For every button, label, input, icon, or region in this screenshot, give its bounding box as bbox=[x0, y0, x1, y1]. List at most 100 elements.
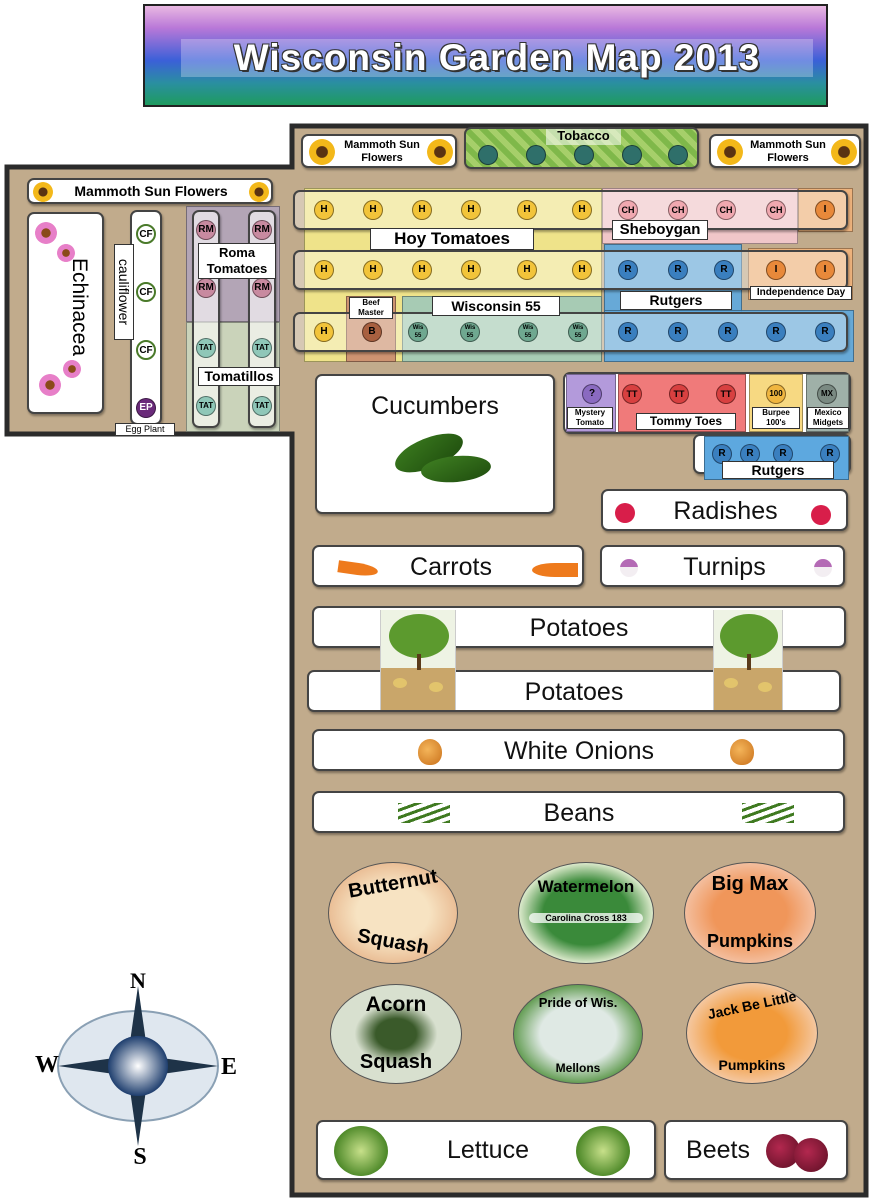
beet-icon bbox=[794, 1138, 828, 1172]
independence-plant: I bbox=[766, 260, 786, 280]
echinacea-icon bbox=[57, 244, 75, 262]
rutgers-label: Rutgers bbox=[620, 291, 732, 310]
beets-label: Beets bbox=[686, 1136, 750, 1164]
lettuce-icon bbox=[334, 1126, 388, 1176]
rutgers-plant: R bbox=[668, 322, 688, 342]
tomato-row-1 bbox=[293, 190, 848, 230]
sunflower-icon bbox=[427, 139, 453, 165]
compass-rose-icon: N S W E bbox=[28, 968, 248, 1173]
turnip-icon bbox=[620, 559, 638, 577]
sheboygan-plant: CH bbox=[668, 200, 688, 220]
compass-north: N bbox=[130, 968, 146, 993]
sheboygan-plant: CH bbox=[716, 200, 736, 220]
pride-of-wis-melon-circle: Pride of Wis. Mellons bbox=[513, 984, 643, 1084]
mexico-midgets-label: Mexico Midgets bbox=[807, 407, 849, 429]
radishes-label: Radishes bbox=[673, 497, 778, 525]
turnips-bed: Turnips bbox=[600, 545, 845, 587]
hoy-plant: H bbox=[461, 200, 481, 220]
tobacco-plant bbox=[668, 145, 688, 165]
hoy-plant: H bbox=[572, 200, 592, 220]
cauliflower-plant: CF bbox=[136, 282, 156, 302]
sheboygan-plant: CH bbox=[618, 200, 638, 220]
watermelon-circle: Watermelon Carolina Cross 183 bbox=[518, 862, 654, 964]
sunflower-bed-top-left: Mammoth Sun Flowers bbox=[301, 134, 457, 168]
beets-bed: Beets bbox=[664, 1120, 848, 1180]
white-onions-label: White Onions bbox=[503, 737, 655, 765]
sheboygan-label: Sheboygan bbox=[612, 220, 708, 240]
cauliflower-bed: CF CF CF EP bbox=[130, 210, 162, 425]
mexico-plant: MX bbox=[817, 384, 837, 404]
cauliflower-label: cauliflower bbox=[114, 244, 134, 340]
lettuce-bed: Lettuce bbox=[316, 1120, 656, 1180]
beefmaster-plant: B bbox=[362, 322, 382, 342]
rutgers-plant: R bbox=[718, 322, 738, 342]
roma-plant: RM bbox=[252, 278, 272, 298]
sunflower-bed-left: Mammoth Sun Flowers bbox=[27, 178, 273, 204]
potato-plant-icon bbox=[713, 610, 783, 710]
tomatillo-plant: TAT bbox=[252, 396, 272, 416]
sunflower-label: Mammoth Sun Flowers bbox=[344, 139, 420, 164]
tommytoes-plant: TT bbox=[669, 384, 689, 404]
title-banner: Wisconsin Garden Map 2013 bbox=[143, 4, 828, 107]
tomatillo-plant: TAT bbox=[196, 396, 216, 416]
mystery-plant: ? bbox=[582, 384, 602, 404]
beefmaster-label: Beef Master bbox=[349, 297, 393, 319]
tomatillo-plant: TAT bbox=[196, 338, 216, 358]
hoy-tomatoes-label: Hoy Tomatoes bbox=[370, 228, 534, 250]
mystery-tomato-label: Mystery Tomato bbox=[567, 407, 613, 429]
rutgers-2-label: Rutgers bbox=[722, 461, 834, 479]
rutgers-plant: R bbox=[618, 260, 638, 280]
echinacea-icon bbox=[63, 360, 81, 378]
potatoes-label-1: Potatoes bbox=[529, 614, 629, 642]
acorn-squash-circle: Acorn Squash bbox=[330, 984, 462, 1084]
turnip-icon bbox=[814, 559, 832, 577]
radish-icon bbox=[615, 503, 635, 523]
tomatillos-label: Tomatillos bbox=[198, 367, 280, 386]
tomato-row-2 bbox=[293, 250, 848, 290]
tobacco-plant bbox=[526, 145, 546, 165]
sunflower-icon bbox=[831, 139, 857, 165]
tommy-toes-label: Tommy Toes bbox=[636, 413, 736, 430]
independence-plant: I bbox=[815, 260, 835, 280]
wisconsin55-plant: Wis 55 bbox=[518, 322, 538, 342]
turnips-label: Turnips bbox=[683, 553, 766, 581]
tommytoes-plant: TT bbox=[716, 384, 736, 404]
potato-plant-icon bbox=[380, 610, 456, 710]
sunflower-icon bbox=[249, 182, 269, 202]
cucumbers-label: Cucumbers bbox=[371, 392, 499, 420]
carrots-label: Carrots bbox=[410, 553, 492, 581]
roma-plant: RM bbox=[196, 278, 216, 298]
cauliflower-plant: CF bbox=[136, 224, 156, 244]
roma-plant: RM bbox=[196, 220, 216, 240]
bigmax-label-bottom: Pumpkins bbox=[706, 931, 794, 951]
independence-day-label: Independence Day bbox=[750, 286, 852, 300]
tobacco-label: Tobacco bbox=[546, 129, 621, 145]
onion-icon bbox=[730, 739, 754, 765]
lettuce-icon bbox=[576, 1126, 630, 1176]
radish-icon bbox=[811, 505, 831, 525]
wisconsin55-plant: Wis 55 bbox=[460, 322, 480, 342]
rutgers-plant: R bbox=[668, 260, 688, 280]
hoy-plant: H bbox=[517, 200, 537, 220]
echinacea-bed: Echinacea bbox=[27, 212, 104, 414]
watermelon-variety-label: Carolina Cross 183 bbox=[529, 913, 643, 923]
hoy-plant: H bbox=[572, 260, 592, 280]
watermelon-label-top: Watermelon bbox=[537, 877, 635, 896]
carrot-icon bbox=[337, 560, 379, 578]
pride-label-bottom: Mellons bbox=[555, 1061, 601, 1075]
roma-plant: RM bbox=[252, 220, 272, 240]
hoy-plant: H bbox=[412, 260, 432, 280]
hoy-plant: H bbox=[314, 260, 334, 280]
pride-label-top: Pride of Wis. bbox=[538, 995, 618, 1010]
sunflower-label: Mammoth Sun Flowers bbox=[74, 183, 228, 199]
lettuce-label: Lettuce bbox=[446, 1136, 529, 1164]
white-onions-bed: White Onions bbox=[312, 729, 845, 771]
wisconsin55-plant: Wis 55 bbox=[408, 322, 428, 342]
compass-west: W bbox=[35, 1052, 59, 1078]
wisconsin55-plant: Wis 55 bbox=[568, 322, 588, 342]
tobacco-plant bbox=[574, 145, 594, 165]
bean-icon bbox=[742, 803, 794, 823]
hoy-plant: H bbox=[412, 200, 432, 220]
hoy-plant: H bbox=[314, 200, 334, 220]
sunflower-icon bbox=[33, 182, 53, 202]
